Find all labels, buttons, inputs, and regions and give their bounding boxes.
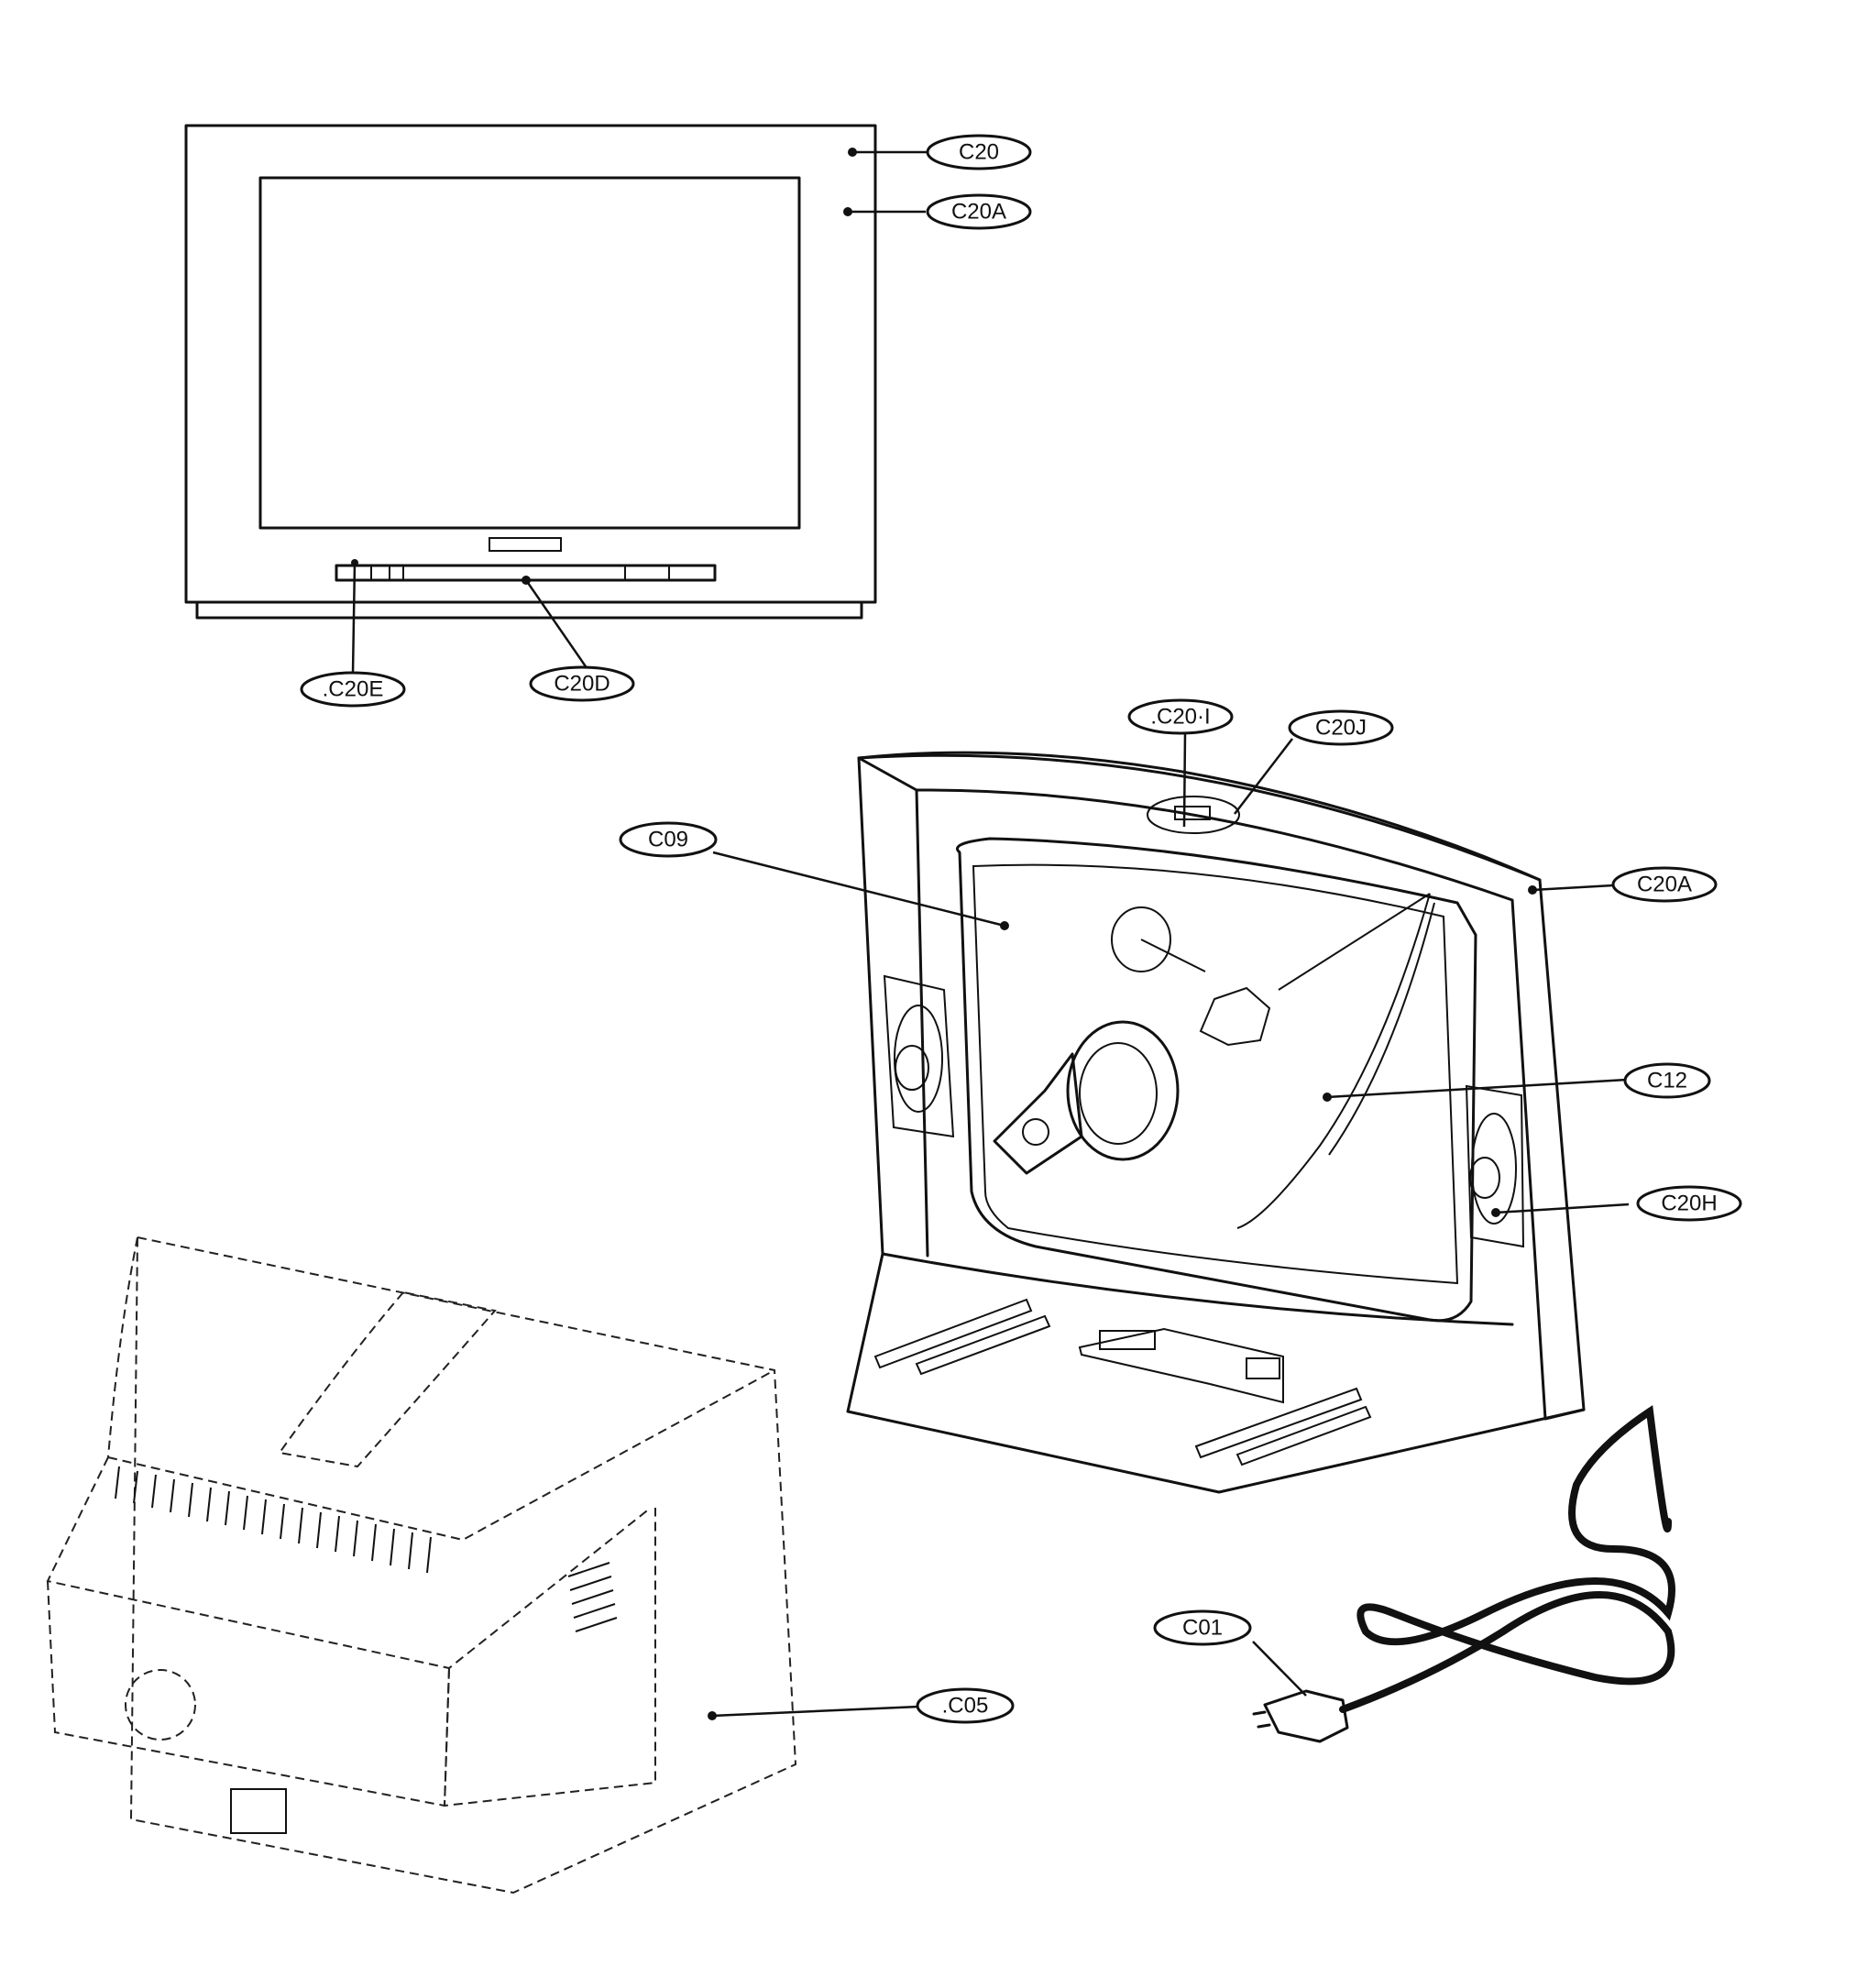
- callout-c20a-front: C20A: [926, 193, 1032, 230]
- callout-c05: .C05: [916, 1687, 1015, 1724]
- callout-text: .C05: [942, 1694, 989, 1719]
- callout-text: C20J: [1315, 716, 1367, 741]
- rating-label-circle: [125, 1669, 196, 1741]
- callout-text: C20A: [951, 200, 1006, 225]
- callout-text: C09: [648, 828, 688, 852]
- power-cord-drawing: [1252, 1405, 1675, 1743]
- callout-text: C12: [1647, 1069, 1687, 1093]
- rear-terminal-plate: [230, 1788, 287, 1834]
- callout-c09: C09: [619, 821, 718, 858]
- callout-c20d: C20D: [529, 665, 635, 702]
- callout-text: C20H: [1661, 1192, 1717, 1216]
- callout-c20e: .C20E: [300, 671, 406, 708]
- leader-lines: [351, 148, 1630, 1720]
- back-cover-drawing: [46, 1236, 797, 1895]
- callout-text: C20: [959, 140, 999, 165]
- callout-text: C20D: [554, 672, 610, 697]
- callout-c20h: C20H: [1636, 1185, 1742, 1222]
- callout-c20j: C20J: [1288, 709, 1394, 746]
- front-cabinet-drawing: [184, 124, 877, 620]
- callout-c12: C12: [1623, 1062, 1711, 1099]
- callout-text: C20A: [1637, 873, 1692, 897]
- vent-slots: [115, 1466, 618, 1632]
- callout-c20a-rear: C20A: [1611, 866, 1718, 903]
- front-logo-badge: [489, 537, 562, 552]
- callout-text: C01: [1182, 1616, 1223, 1641]
- callout-text: .C20·I: [1150, 705, 1210, 730]
- callout-c20i: .C20·I: [1127, 698, 1234, 735]
- screen-opening: [258, 176, 801, 530]
- callout-c01: C01: [1153, 1609, 1252, 1646]
- rear-chassis-drawing: [846, 751, 1586, 1494]
- callout-c20-front: C20: [926, 134, 1032, 170]
- callout-text: .C20E: [323, 677, 384, 702]
